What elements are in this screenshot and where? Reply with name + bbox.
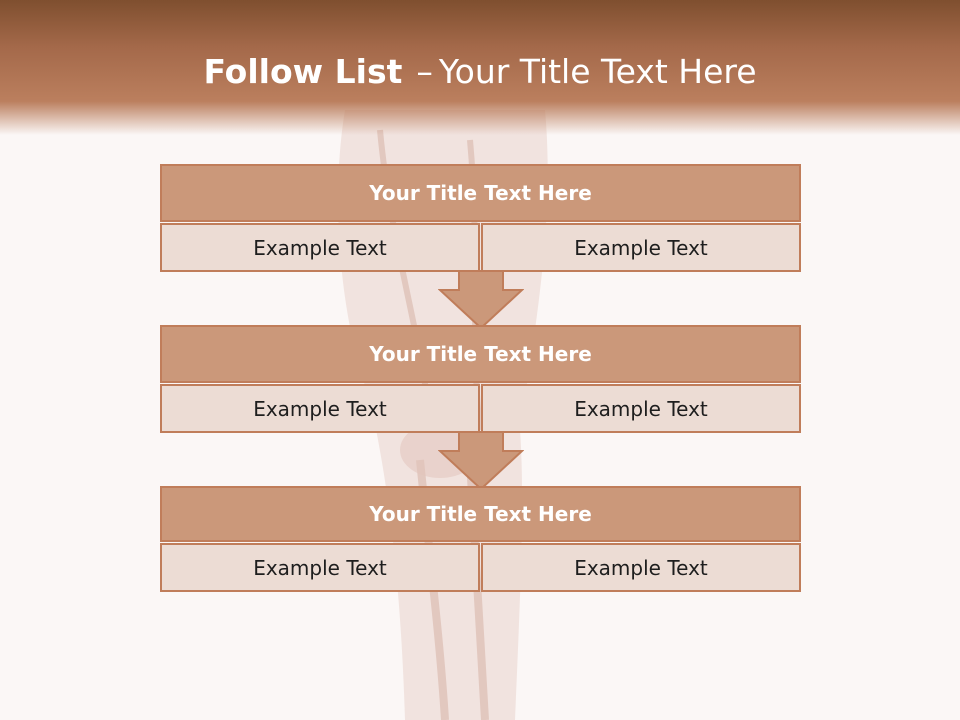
block-row: Example Text Example Text bbox=[160, 543, 801, 592]
block-title: Your Title Text Here bbox=[160, 325, 801, 383]
slide-title-rest: Your Title Text Here bbox=[438, 52, 757, 91]
block-row: Example Text Example Text bbox=[160, 384, 801, 433]
slide-title-bold: Follow List bbox=[203, 52, 403, 91]
slide-title: Follow List–Your Title Text Here bbox=[0, 52, 960, 91]
block-title: Your Title Text Here bbox=[160, 486, 801, 542]
slide-title-dash: – bbox=[416, 52, 433, 91]
block-cell-left: Example Text bbox=[160, 384, 480, 433]
block-cell-left: Example Text bbox=[160, 543, 480, 592]
list-block: Your Title Text Here Example Text Exampl… bbox=[160, 164, 801, 272]
block-cell-right: Example Text bbox=[481, 384, 801, 433]
block-row: Example Text Example Text bbox=[160, 223, 801, 272]
block-cell-right: Example Text bbox=[481, 223, 801, 272]
down-arrow-icon bbox=[438, 431, 524, 491]
list-block: Your Title Text Here Example Text Exampl… bbox=[160, 486, 801, 592]
header-band bbox=[0, 0, 960, 135]
block-cell-right: Example Text bbox=[481, 543, 801, 592]
block-cell-left: Example Text bbox=[160, 223, 480, 272]
block-title: Your Title Text Here bbox=[160, 164, 801, 222]
list-block: Your Title Text Here Example Text Exampl… bbox=[160, 325, 801, 433]
down-arrow-icon bbox=[438, 270, 524, 330]
